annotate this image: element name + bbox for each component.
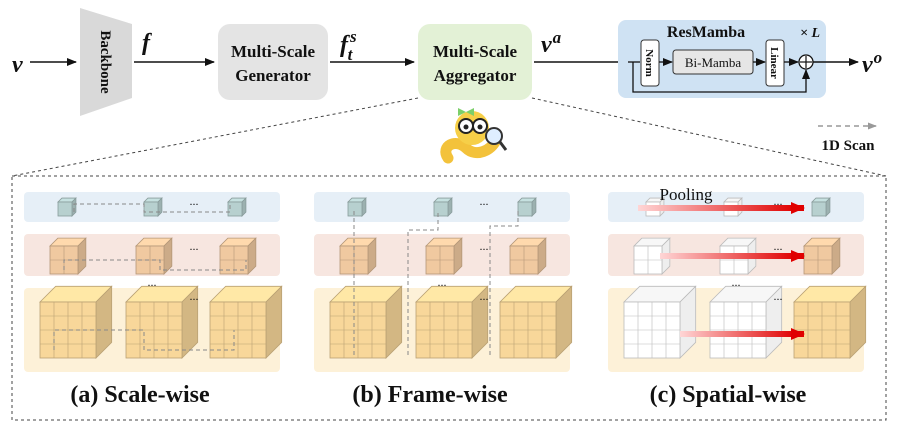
fts-sup: s	[349, 27, 357, 46]
feature-f: f	[142, 30, 152, 56]
va-sup: a	[553, 28, 562, 47]
caption-spatial-wise: (c) Spatial-wise	[650, 382, 807, 408]
panels-group: .................................... Pool…	[24, 185, 867, 372]
scale-dots-vertical: ...	[148, 275, 157, 289]
zoom-line-right	[531, 97, 887, 177]
caption-frame-wise: (b) Frame-wise	[352, 382, 508, 408]
scale-scan-mid	[63, 259, 247, 271]
frame-small-cube-0-front	[347, 201, 363, 217]
pooling-label: Pooling	[660, 185, 713, 204]
pooling-arrow-body-0	[638, 205, 796, 211]
linear-label: Linear	[768, 47, 780, 79]
frame-scan-col-1	[407, 210, 439, 355]
scale-dots-small: ...	[190, 194, 199, 208]
zoom-frame	[11, 175, 887, 421]
backbone-block	[80, 8, 132, 116]
fts-base: f	[340, 32, 350, 58]
scale-small-cube-2-front	[227, 201, 243, 217]
norm-block	[640, 39, 660, 87]
generator-label-line1: Multi-Scale	[231, 42, 315, 61]
aggregator-label-line1: Multi-Scale	[433, 42, 517, 61]
scale-small-cube-0-front	[57, 201, 73, 217]
backbone-label: Backbone	[97, 30, 113, 94]
fts-sub: t	[348, 45, 354, 64]
feature-va: va	[541, 28, 562, 58]
resmamba-title: ResMamba	[667, 24, 745, 41]
spatial-dots-mid: ...	[774, 239, 783, 253]
scale-small-cube-1-front	[143, 201, 159, 217]
vo-sup: o	[874, 48, 883, 67]
scale-scan-big	[53, 329, 235, 351]
spatial-dots-big: ...	[774, 289, 783, 303]
pooling-arrow-body-1	[660, 253, 796, 259]
frame-dots-small: ...	[480, 194, 489, 208]
zoom-line-left	[11, 97, 419, 177]
generator-block	[218, 24, 328, 100]
frame-small-cube-2-front	[517, 201, 533, 217]
generator-label-line2: Generator	[235, 66, 311, 85]
spatial-dots-vertical: ...	[732, 275, 741, 289]
spatial-small-cube-2-front	[811, 201, 827, 217]
aggregator-block	[418, 24, 532, 100]
linear-block	[765, 39, 785, 87]
frame-small-cube-1-front	[433, 201, 449, 217]
scan-legend-label: 1D Scan	[822, 138, 876, 154]
residual-path	[632, 62, 810, 93]
norm-label: Norm	[643, 49, 655, 77]
scale-dots-mid: ...	[190, 239, 199, 253]
times-l: × L	[800, 26, 820, 41]
input-v: v	[12, 52, 23, 78]
frame-dots-big: ...	[480, 289, 489, 303]
caption-scale-wise: (a) Scale-wise	[70, 382, 210, 408]
frame-dots-mid: ...	[480, 239, 489, 253]
vo-base: v	[862, 52, 873, 78]
scale-dots-big: ...	[190, 289, 199, 303]
frame-scan-col-2	[489, 210, 519, 355]
bimamba-label: Bi-Mamba	[685, 55, 742, 70]
snake-mascot-icon	[440, 108, 508, 164]
output-vo: vo	[862, 48, 882, 78]
aggregator-label-line2: Aggregator	[434, 66, 517, 85]
pooling-arrow-body-2	[680, 331, 796, 337]
frame-dots-vertical: ...	[438, 275, 447, 289]
spatial-dots-small: ...	[774, 194, 783, 208]
va-base: v	[541, 32, 552, 58]
